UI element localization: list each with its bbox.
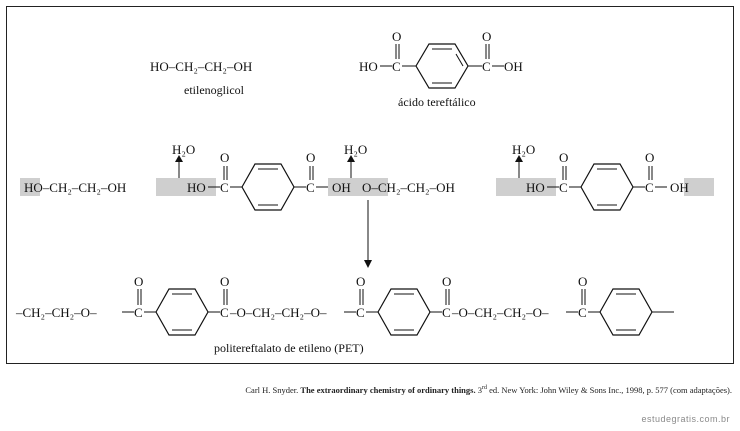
arrow-down-icon — [364, 260, 372, 268]
row-carbonyl-o-3: O — [559, 150, 568, 165]
caption-edition-suffix: rd — [481, 385, 487, 392]
caption-author: Carl H. Snyder. — [245, 385, 299, 395]
row-carbon-2: C — [306, 180, 315, 195]
pet-carbonyl-o-1: O — [134, 274, 143, 289]
caption-title: The extraordinary chemistry of ordinary … — [300, 385, 476, 395]
highlight-band — [156, 178, 216, 196]
glycol-name: etilenoglicol — [184, 83, 245, 97]
pet-carbonyl-o-4: O — [442, 274, 451, 289]
row-oh-1: OH — [332, 180, 351, 195]
pet-structure: –CH₂–CH₂–O– C O C O –O–CH₂–CH₂–O– C O C … — [15, 274, 674, 355]
acid-carbon-right: C — [482, 59, 491, 74]
terephthalic-acid-structure: HO C O C O OH ácido tereftálico — [359, 29, 523, 109]
source-caption: Carl H. Snyder. The extraordinary chemis… — [0, 385, 732, 395]
pet-carbon-4: C — [442, 305, 451, 320]
arrow-up-icon — [347, 155, 355, 162]
acid-carbonyl-o-right: O — [482, 29, 491, 44]
site-watermark: estudegratis.com.br — [641, 414, 730, 424]
pet-carbon-5: C — [578, 305, 587, 320]
acid-oh-right: OH — [504, 59, 523, 74]
arrow-up-icon — [515, 155, 523, 162]
caption-edition-number: 3 — [477, 385, 482, 395]
highlight-band — [496, 178, 556, 196]
highlight-band — [684, 178, 714, 196]
highlight-band — [328, 178, 388, 196]
acid-name: ácido tereftálico — [398, 95, 476, 109]
acid-carbonyl-o-left: O — [392, 29, 401, 44]
row-carbonyl-o-4: O — [645, 150, 654, 165]
pet-carbonyl-o-3: O — [356, 274, 365, 289]
row-carbonyl-o-2: O — [306, 150, 315, 165]
pet-start: –CH₂–CH₂–O– — [15, 305, 97, 320]
water-label-1: H₂O — [172, 142, 195, 157]
pet-carbonyl-o-5: O — [578, 274, 587, 289]
pet-carbon-3: C — [356, 305, 365, 320]
glycol-formula: HO–CH₂–CH₂–OH — [150, 59, 252, 74]
row-carbonyl-o-1: O — [220, 150, 229, 165]
acid-oh-left: HO — [359, 59, 378, 74]
row-ho-1: HO — [187, 180, 206, 195]
pet-carbon-2: C — [220, 305, 229, 320]
row-ho-2: HO — [526, 180, 545, 195]
pet-carbon-1: C — [134, 305, 143, 320]
pet-link-1: –O–CH₂–CH₂–O– — [229, 305, 327, 320]
pet-link-2: –O–CH₂–CH₂–O– — [451, 305, 549, 320]
row-glycol-start: HO–CH₂–CH₂–OH — [24, 180, 126, 195]
row-carbon-4: C — [645, 180, 654, 195]
acid-carbon-left: C — [392, 59, 401, 74]
pet-synthesis-figure: HO–CH₂–CH₂–OH etilenoglicol HO C O C O O… — [6, 6, 734, 364]
condensation-row: HO–CH₂–CH₂–OH HO C O C O OH O–CH₂–CH₂–OH… — [20, 142, 714, 211]
row-carbon-3: C — [559, 180, 568, 195]
row-glycol-mid: O–CH₂–CH₂–OH — [362, 180, 455, 195]
caption-publication: ed. New York: John Wiley & Sons Inc., 19… — [489, 385, 732, 395]
pet-name: politereftalato de etileno (PET) — [214, 341, 364, 355]
highlight-band — [20, 178, 40, 196]
water-label-3: H₂O — [512, 142, 535, 157]
row-carbon-1: C — [220, 180, 229, 195]
ethylene-glycol-structure: HO–CH₂–CH₂–OH etilenoglicol — [150, 59, 252, 97]
arrow-up-icon — [175, 155, 183, 162]
water-label-2: H₂O — [344, 142, 367, 157]
row-oh-2: OH — [670, 180, 689, 195]
pet-carbonyl-o-2: O — [220, 274, 229, 289]
